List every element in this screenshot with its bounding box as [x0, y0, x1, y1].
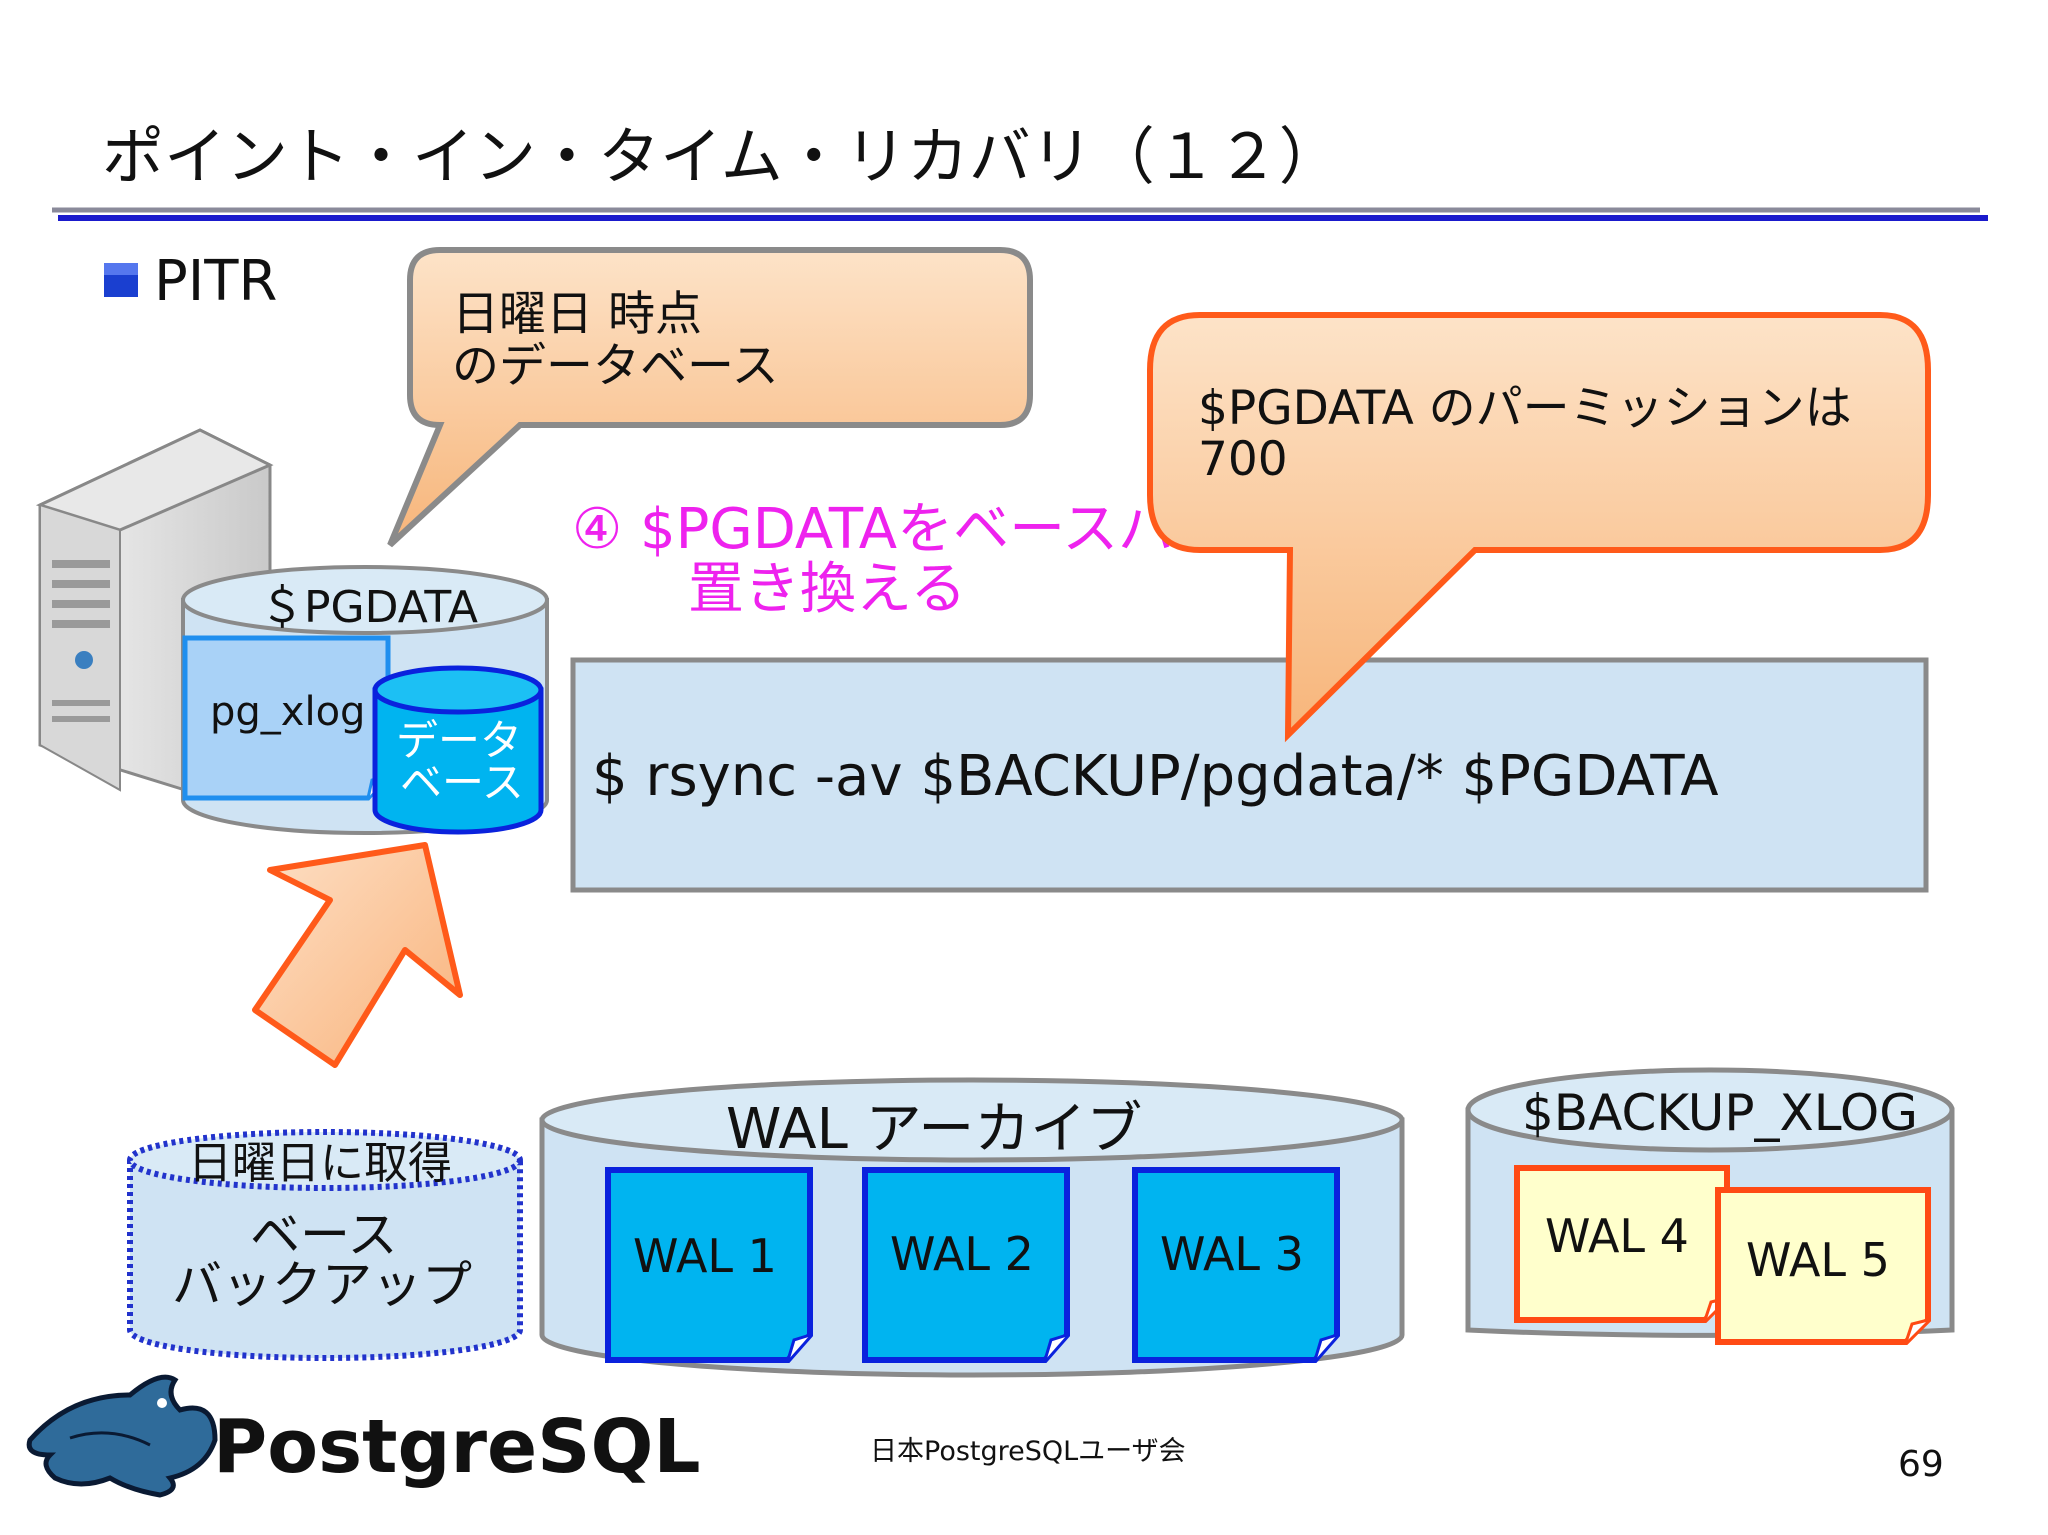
wal-file-3 [1132, 1167, 1340, 1363]
postgresql-elephant-logo-icon [26, 1374, 218, 1498]
wal-file-5 [1715, 1187, 1931, 1345]
wal-file-2-label: WAL 2 [890, 1227, 1034, 1281]
wal-file-2 [862, 1167, 1070, 1363]
wal-file-1 [605, 1167, 813, 1363]
database-cylinder-icon [372, 665, 544, 835]
bullet-pitr: PITR [154, 249, 277, 314]
page-number: 69 [1898, 1444, 1944, 1485]
wal-file-1-label: WAL 1 [633, 1229, 777, 1283]
callout-sunday-bubble [387, 247, 1033, 548]
callout-sunday-line2: のデータベース [452, 339, 779, 394]
callout-permission-bubble [1147, 312, 1931, 743]
base-backup-line2: バックアップ [172, 1256, 472, 1314]
callout-permission-line2: 700 [1198, 432, 1288, 487]
database-label-line2: ベース [400, 758, 524, 807]
postgresql-logo-text: PostgreSQL [213, 1404, 701, 1490]
pg-xlog-label: pg_xlog [210, 689, 365, 735]
wal-archive-label: WAL アーカイブ [726, 1097, 1142, 1162]
step-text-line1: ④ $PGDATAをベースバ [572, 497, 1174, 562]
command-text: $ rsync -av $BACKUP/pgdata/* $PGDATA [592, 744, 1719, 809]
wal-file-4-label: WAL 4 [1545, 1209, 1689, 1263]
wal-file-5-label: WAL 5 [1746, 1233, 1890, 1287]
base-backup-cylinder [127, 1129, 523, 1361]
footer-organization: 日本PostgreSQLユーザ会 [870, 1436, 1186, 1467]
command-box [570, 657, 1929, 893]
wal-file-3-label: WAL 3 [1160, 1227, 1304, 1281]
slide-title: ポイント・イン・タイム・リカバリ（１２） [102, 120, 1341, 193]
pgdata-label: ＄PGDATA [260, 582, 478, 633]
callout-sunday-line1: 日曜日 時点 [452, 287, 702, 342]
base-backup-top-label: 日曜日に取得 [188, 1138, 452, 1189]
backup-xlog-label: $BACKUP_XLOG [1522, 1084, 1918, 1142]
callout-permission-line1: $PGDATA のパーミッションは [1198, 381, 1852, 436]
base-backup-line1: ベース [250, 1206, 398, 1264]
step-text-line2: 置き換える [688, 557, 966, 622]
restore-arrow-icon [252, 842, 463, 1068]
database-label-line1: データ [396, 716, 522, 765]
bullet-square-icon [104, 263, 138, 297]
